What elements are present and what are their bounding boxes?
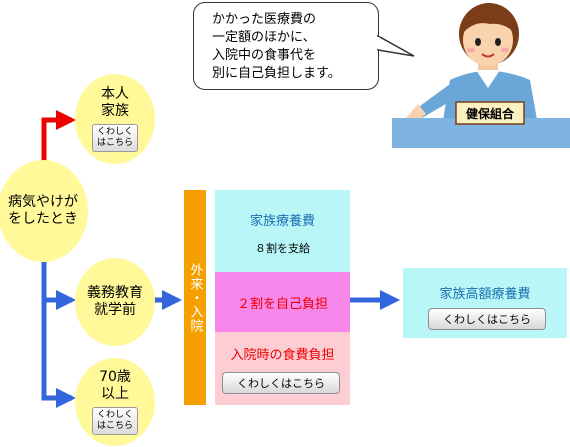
start-node-label: 病気やけが をしたとき [8,194,78,227]
arrow-to-compulsory [41,262,76,310]
self20-label: ２割を自己負担 [236,296,328,312]
age70-label: 70歳 以上 [99,369,131,402]
high-cost-detail-button[interactable]: くわしくはこちら [428,308,546,330]
union-badge-label: 健保組合 [465,107,514,121]
pay80-label: ８割を支給 [255,242,310,255]
age70-detail-button[interactable]: くわしく はこちら [91,407,138,435]
self-family-node: 本人 家族 くわしく はこちら [75,74,155,164]
compulsory-node: 義務教育 就学前 [75,258,155,346]
meal-block: 入院時の食費負担 [215,332,350,405]
compulsory-label: 義務教育 就学前 [87,285,143,318]
self-family-detail-button[interactable]: くわしく はこちら [91,124,138,152]
self20-block: ２割を自己負担 [215,272,350,332]
speech-text: かかった医療費の 一定額のほかに、 入院中の食事代を 別に自己負担します。 [212,12,341,81]
speech-bubble: かかった医療費の 一定額のほかに、 入院中の食事代を 別に自己負担します。 [193,2,379,90]
meal-detail-button[interactable]: くわしくはこちら [222,372,340,394]
staff-person-illustration [392,3,570,148]
family-medical-block: 家族療養費 ８割を支給 [215,190,350,272]
meal-label: 入院時の食費負担 [230,348,335,363]
outpatient-inpatient-bar: 外来・入院 [184,190,206,405]
start-node: 病気やけが をしたとき [0,160,88,262]
age70-node: 70歳 以上 くわしく はこちら [75,358,155,446]
speech-bubble-tail [376,34,415,57]
arrow-to-age70 [41,300,76,408]
high-cost-label: 家族高額療養費 [439,287,531,302]
family-medical-title: 家族療養費 [249,214,315,229]
self-family-label: 本人 家族 [101,86,129,119]
arrow-to-self-family [41,110,76,166]
bar-label: 外来・入院 [187,262,203,333]
